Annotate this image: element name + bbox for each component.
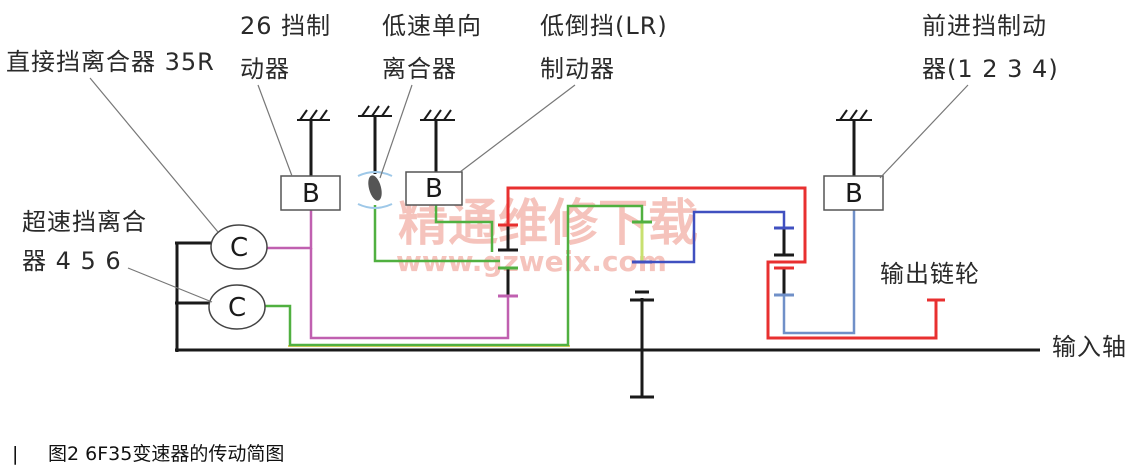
lr-brake-box: B [405, 171, 463, 206]
magenta-path [267, 210, 313, 250]
label-direct-clutch: 直接挡离合器 35R [6, 48, 215, 76]
od-clutch-letter: C [228, 293, 246, 323]
ground-symbols [297, 105, 872, 121]
green-lr-path [373, 205, 500, 263]
label-26-brake-line1: 26 挡制 [240, 12, 331, 40]
gear-marks [498, 220, 794, 298]
forward-brake-letter: B [845, 179, 863, 209]
label-26-brake-line2: 动器 [240, 55, 290, 83]
direct-clutch-letter: C [230, 233, 248, 263]
label-lr-brake-line2: 制动器 [540, 55, 615, 83]
caption-marker: | [12, 443, 18, 465]
label-od-clutch-line1: 超速挡离合 [22, 208, 147, 236]
label-fwd-brake-line1: 前进挡制动 [922, 12, 1047, 40]
input-shaft [175, 241, 1040, 399]
red-path [506, 186, 938, 340]
blue-path [642, 210, 786, 264]
magenta-path-lower [309, 248, 510, 340]
brake-stems [309, 116, 856, 176]
leader-lines [89, 77, 969, 303]
oneway-clutch-symbol [357, 171, 393, 209]
brake-26-box: B [280, 175, 341, 211]
brake-26-letter: B [302, 179, 320, 209]
label-fwd-brake-line2: 器(1 2 3 4) [922, 55, 1059, 83]
green-path [265, 204, 644, 347]
label-od-clutch-line2: 器 4 5 6 [22, 247, 122, 275]
forward-brake-box: B [823, 175, 884, 211]
lr-brake-letter: B [425, 174, 443, 204]
figure-caption: 图2 6F35变速器的传动简图 [48, 443, 284, 465]
label-input-shaft: 输入轴 [1052, 333, 1127, 361]
label-output-sprocket: 输出链轮 [880, 260, 980, 288]
label-lr-brake-line1: 低倒挡(LR) [540, 12, 668, 40]
od-clutch-circle: C [208, 284, 266, 330]
direct-clutch-circle: C [210, 224, 268, 270]
lightblue-path [782, 210, 856, 335]
green-lr-brake-path [434, 205, 494, 252]
label-low-oneway-line1: 低速单向 [382, 12, 482, 40]
label-low-oneway-line2: 离合器 [382, 55, 457, 83]
